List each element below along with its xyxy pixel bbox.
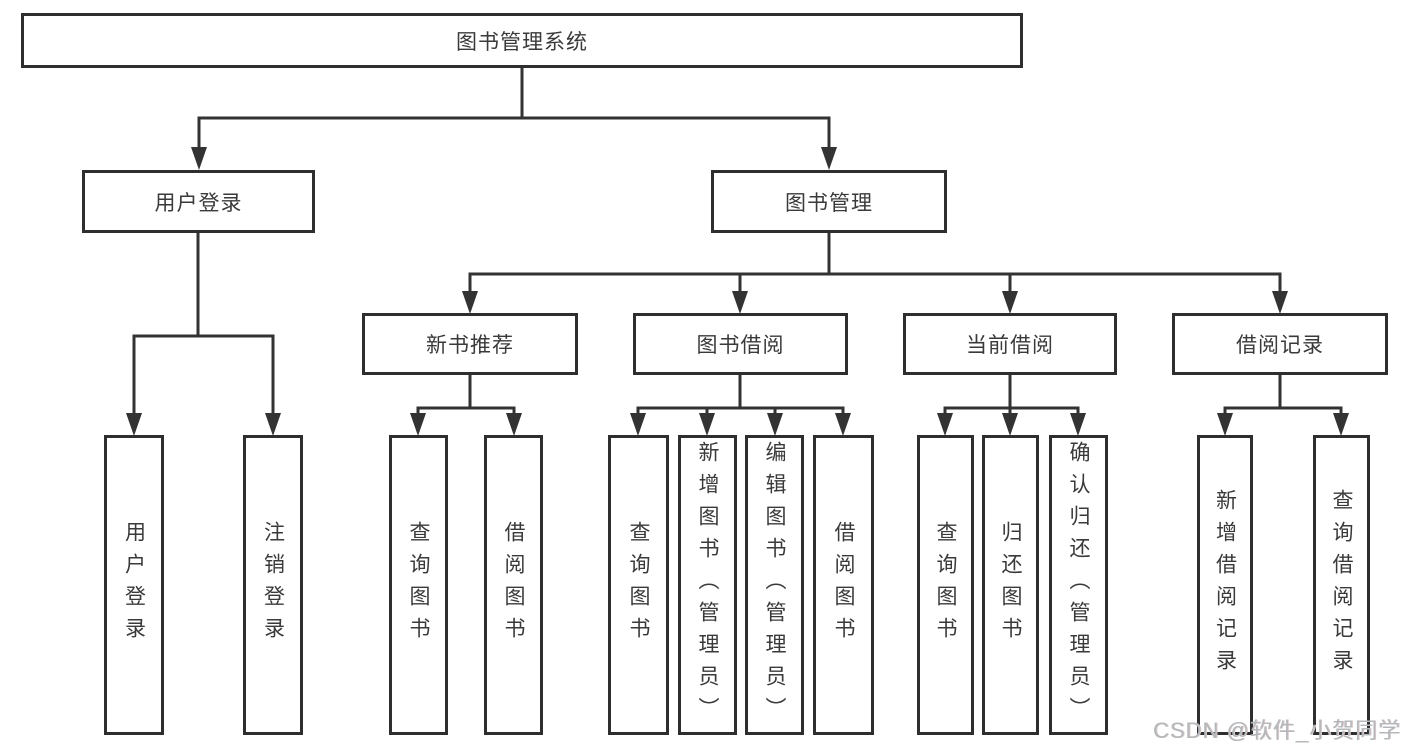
node-book-borrow: 图书借阅 — [633, 313, 848, 375]
node-book-management: 图书管理 — [711, 170, 947, 233]
node-library-system: 图书管理系统 — [21, 13, 1023, 68]
leaf-borrow-books-borrow: 借阅图书 — [813, 435, 874, 735]
csdn-watermark: CSDN @软件_小贺同学 — [1152, 718, 1401, 743]
leaf-edit-book-admin: 编辑图书（管理员） — [745, 435, 804, 735]
node-borrow-records: 借阅记录 — [1172, 313, 1388, 375]
leaf-confirm-return-admin: 确认归还（管理员） — [1049, 435, 1108, 735]
leaf-borrow-books-recommend: 借阅图书 — [484, 435, 543, 735]
leaf-logout: 注销登录 — [243, 435, 303, 735]
leaf-return-book: 归还图书 — [982, 435, 1039, 735]
leaf-query-books-borrow: 查询图书 — [608, 435, 669, 735]
leaf-query-borrow-record: 查询借阅记录 — [1313, 435, 1370, 735]
leaf-add-borrow-record: 新增借阅记录 — [1197, 435, 1253, 735]
leaf-query-books-recommend: 查询图书 — [389, 435, 448, 735]
leaf-add-book-admin: 新增图书（管理员） — [678, 435, 737, 735]
node-user-login: 用户登录 — [82, 170, 315, 233]
node-new-book-recommend: 新书推荐 — [362, 313, 578, 375]
leaf-user-login: 用户登录 — [104, 435, 164, 735]
leaf-query-books-current: 查询图书 — [917, 435, 974, 735]
node-current-borrow: 当前借阅 — [903, 313, 1117, 375]
